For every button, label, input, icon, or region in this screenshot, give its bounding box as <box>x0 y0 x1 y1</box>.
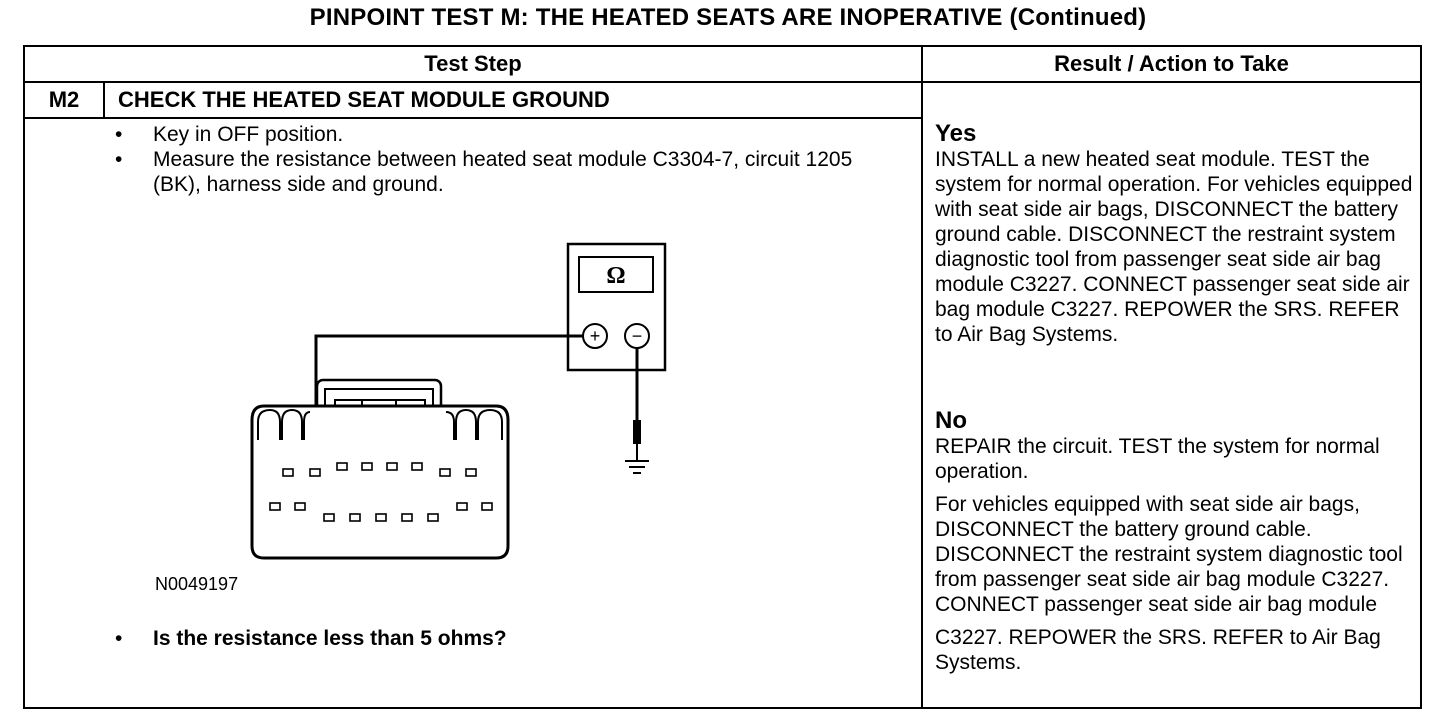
instruction-item: • Measure the resistance between heated … <box>115 147 905 197</box>
pinpoint-test-table <box>23 45 1422 709</box>
step-title-divider <box>23 117 923 119</box>
step-id-divider <box>103 81 105 118</box>
result-no: No REPAIR the circuit. TEST the system f… <box>935 408 1417 675</box>
step-instructions: • Key in OFF position. • Measure the res… <box>115 122 905 197</box>
meter-display <box>578 256 654 293</box>
column-divider <box>921 45 923 709</box>
instruction-text: Measure the resistance between heated se… <box>153 148 853 196</box>
no-action-text-1: REPAIR the circuit. TEST the system for … <box>935 435 1380 483</box>
step-id: M2 <box>48 87 80 112</box>
ohm-symbol: Ω <box>606 263 625 289</box>
page-title: PINPOINT TEST M: THE HEATED SEATS ARE IN… <box>309 4 1147 31</box>
bullet-icon: • <box>115 627 123 650</box>
result-yes: Yes INSTALL a new heated seat module. TE… <box>935 121 1417 347</box>
yes-action-text: INSTALL a new heated seat module. TEST t… <box>935 148 1413 346</box>
minus-symbol: − <box>632 326 643 346</box>
no-action-text-2: For vehicles equipped with seat side air… <box>935 493 1403 616</box>
step-title: CHECK THE HEATED SEAT MODULE GROUND <box>118 87 610 112</box>
bullet-icon: • <box>115 148 123 171</box>
negative-probe-icon <box>633 420 641 444</box>
figure-id: N0049197 <box>155 574 239 594</box>
header-result-action: Result / Action to Take <box>1054 51 1289 76</box>
yes-label: Yes <box>935 120 977 147</box>
instruction-text: Key in OFF position. <box>153 123 344 146</box>
ground-icon <box>625 460 649 474</box>
no-action-text-3: C3227. REPOWER the SRS. REFER to Air Bag… <box>935 626 1381 674</box>
bullet-icon: • <box>115 123 123 146</box>
connector-c3304-icon <box>250 378 510 560</box>
instruction-item: • Key in OFF position. <box>115 122 905 147</box>
plus-symbol: + <box>590 326 601 346</box>
step-question: • Is the resistance less than 5 ohms? <box>115 627 507 651</box>
header-test-step: Test Step <box>424 51 522 76</box>
header-divider <box>23 81 1422 83</box>
ohmmeter-connector-diagram: Ω + − <box>250 242 667 560</box>
question-text: Is the resistance less than 5 ohms? <box>153 627 507 650</box>
no-label: No <box>935 407 967 434</box>
